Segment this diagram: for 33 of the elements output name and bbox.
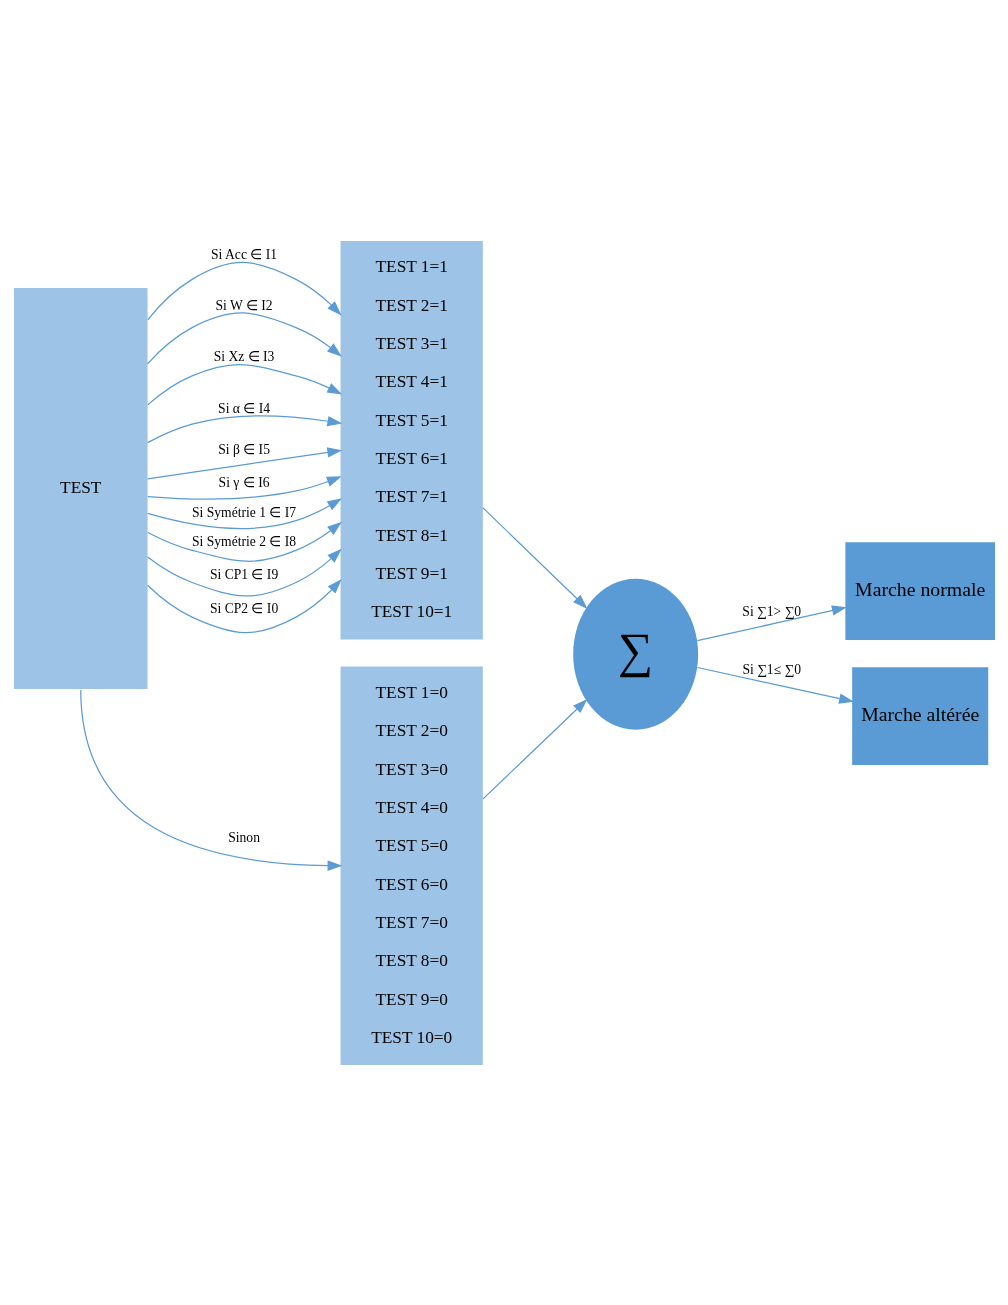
edge-label: Si CP2 ∈ I0 — [209, 600, 278, 616]
node-box: TEST — [13, 287, 148, 689]
arrow — [146, 578, 342, 633]
edge-label: Si ∑1> ∑0 — [741, 603, 801, 619]
arrow — [146, 414, 342, 443]
node-box: Marche altérée — [851, 666, 988, 765]
edge-label: Si Symétrie 1 ∈ I7 — [191, 504, 296, 520]
arrow — [79, 689, 342, 871]
arrow — [146, 261, 342, 320]
edge-label: Si α ∈ I4 — [217, 400, 270, 416]
edge-label: Si Xz ∈ I3 — [213, 348, 274, 364]
arrow — [146, 475, 342, 500]
edge-label: Si β ∈ I5 — [217, 441, 270, 457]
arrow — [146, 311, 342, 364]
arrow — [696, 666, 854, 704]
arrow — [146, 446, 342, 479]
edge-label: Si W ∈ I2 — [214, 297, 273, 313]
arrow — [146, 548, 342, 597]
arrow — [696, 604, 847, 641]
arrow — [481, 698, 587, 799]
arrow — [146, 497, 342, 529]
edge-label: Si γ ∈ I6 — [218, 474, 270, 490]
node-box: Marche normale — [844, 541, 995, 640]
edge-label: Si CP1 ∈ I9 — [209, 566, 278, 582]
node-box: TEST 1=0 TEST 2=0 TEST 3=0 TEST 4=0 TEST 5=0 TEST 6=0 TEST 7=0 TEST 8=0 TEST 9=0 TEST 10=0 — [340, 666, 483, 1065]
arrow — [146, 363, 342, 405]
edge-label: Sinon — [227, 829, 260, 845]
arrow — [481, 506, 587, 609]
arrow — [146, 521, 342, 562]
node-box: TEST 1=1 TEST 2=1 TEST 3=1 TEST 4=1 TEST 5=1 TEST 6=1 TEST 7=1 TEST 8=1 TEST 9=1 TEST 10=1 — [340, 240, 483, 639]
edge-label: Si Symétrie 2 ∈ I8 — [191, 533, 296, 549]
edge-label: Si ∑1≤ ∑0 — [741, 661, 801, 677]
edge-label: Si Acc ∈ I1 — [210, 246, 277, 262]
